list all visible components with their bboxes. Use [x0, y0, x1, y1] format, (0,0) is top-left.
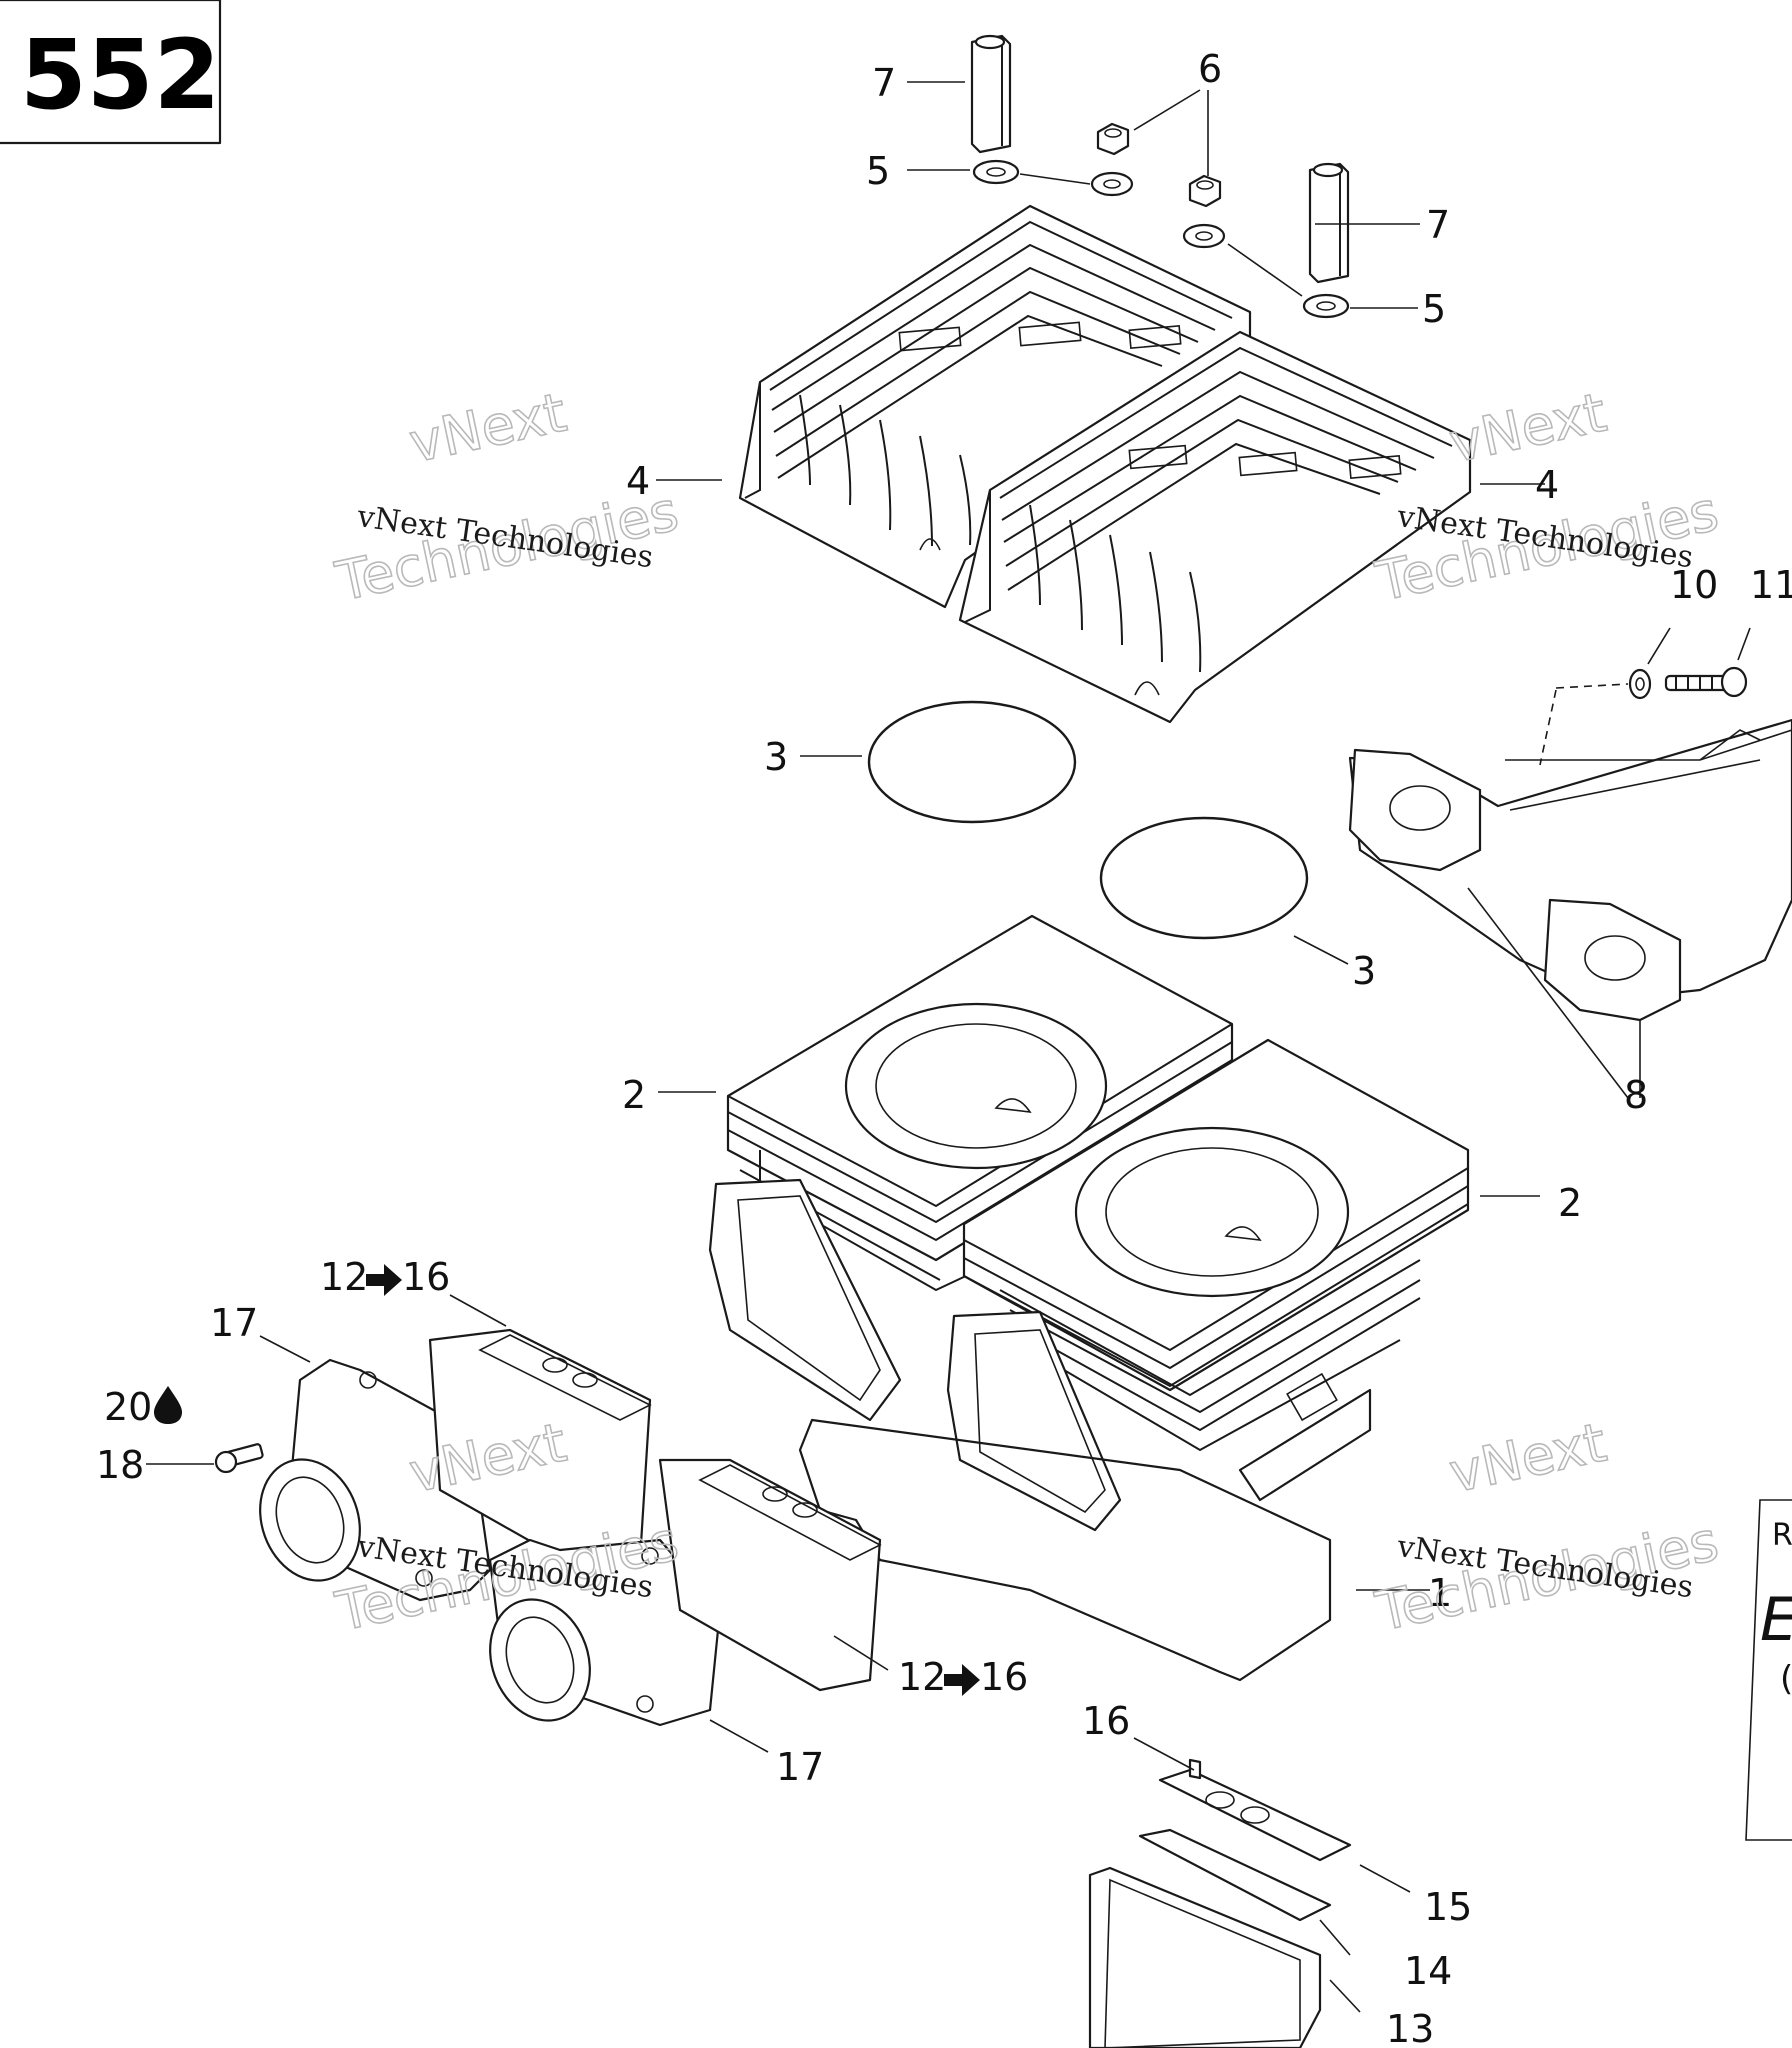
callout-5-right: 5 — [1422, 287, 1446, 331]
arrow-right-icon — [366, 1264, 402, 1296]
callout-3-lower: 3 — [1352, 949, 1376, 993]
callout-12-upper: 12 — [320, 1255, 368, 1299]
exhaust-screw-axis — [1555, 683, 1629, 689]
page-number: 552 — [20, 19, 220, 131]
intake-manifold-lower — [488, 1538, 722, 1727]
reed-valve-lower — [658, 1458, 882, 1692]
cylinder-right — [962, 1038, 1470, 1502]
callout-1: 1 — [1428, 1571, 1452, 1615]
stud-right — [1308, 162, 1350, 284]
washer-left — [972, 159, 1020, 185]
reed-block — [1088, 1866, 1322, 2048]
callout-12-lower: 12 — [898, 1655, 946, 1699]
reed-stopper — [1158, 1768, 1352, 1862]
exhaust-screw-axis-drop — [1539, 689, 1557, 766]
callout-6: 6 — [1198, 47, 1222, 91]
cylinder-intake-port-right — [946, 1310, 1122, 1532]
arrow-right-icon — [944, 1664, 980, 1696]
washer-right-upper — [1182, 223, 1226, 249]
side-box-line3: ( — [1780, 1659, 1792, 1699]
watermark-bottom-right: vNext Technologies vNext Technologies — [1369, 1410, 1724, 1644]
callout-8: 8 — [1624, 1073, 1648, 1117]
exhaust-gasket-upper — [1348, 748, 1482, 872]
side-box-line1: R — [1772, 1518, 1792, 1553]
callout-20: 20 — [104, 1385, 152, 1429]
side-info-box: R E ( — [1745, 1499, 1792, 1841]
callout-15: 15 — [1424, 1885, 1472, 1929]
callout-20-with-drop: 20 — [104, 1385, 182, 1429]
side-box-line2: E — [1760, 1585, 1792, 1655]
svg-text:vNext: vNext — [1444, 381, 1611, 475]
callout-14: 14 — [1404, 1949, 1452, 1993]
callout-2-right: 2 — [1558, 1181, 1582, 1225]
callout-16-lower: 16 — [980, 1655, 1028, 1699]
callout-4-left: 4 — [626, 459, 650, 503]
callout-16-upper: 16 — [402, 1255, 450, 1299]
callout-18: 18 — [96, 1443, 144, 1487]
nut-right — [1188, 174, 1222, 208]
reed-petal — [1138, 1828, 1332, 1922]
callout-12-16-upper: 12 16 — [320, 1255, 450, 1299]
callout-12-16-lower: 12 16 — [898, 1655, 1028, 1699]
watermark-top-left: vNext Technologies vNext Technologies — [329, 380, 684, 614]
stud-left — [970, 34, 1012, 154]
cylinder-head-left — [738, 204, 1252, 609]
exhaust-screw — [1664, 666, 1748, 698]
base-gasket — [798, 1418, 1332, 1682]
cylinder-head-right — [958, 330, 1472, 724]
cylinder-intake-port-left — [708, 1178, 902, 1422]
exhaust-gasket-lower — [1543, 898, 1682, 1022]
callout-17-upper: 17 — [210, 1301, 258, 1345]
callout-4-right: 4 — [1535, 463, 1559, 507]
callout-16: 16 — [1082, 1699, 1130, 1743]
callout-2-left: 2 — [622, 1073, 646, 1117]
svg-text:vNext: vNext — [404, 381, 571, 475]
exhaust-washer — [1628, 668, 1652, 700]
callout-3-upper: 3 — [764, 735, 788, 779]
callout-10: 10 — [1670, 563, 1718, 607]
o-ring-lower — [1099, 816, 1309, 940]
callout-7-top: 7 — [872, 61, 896, 105]
washer-right-lower — [1302, 293, 1350, 319]
oil-drop-icon — [154, 1386, 182, 1424]
nut-left — [1096, 122, 1130, 156]
reed-screw — [1188, 1758, 1202, 1780]
page-number-box: 552 — [0, 0, 222, 145]
callout-11: 11 — [1750, 563, 1792, 607]
intake-screw — [214, 1443, 264, 1474]
reed-valve-exploded — [1088, 1758, 1352, 2048]
o-ring-upper — [867, 700, 1077, 824]
cylinder-left — [726, 914, 1234, 1292]
svg-text:vNext: vNext — [1444, 1411, 1611, 1505]
washer-center — [1090, 171, 1134, 197]
callout-13: 13 — [1386, 2007, 1434, 2048]
callout-17-lower: 17 — [776, 1745, 824, 1789]
callout-5-top: 5 — [866, 149, 890, 193]
callout-7-right: 7 — [1426, 203, 1450, 247]
